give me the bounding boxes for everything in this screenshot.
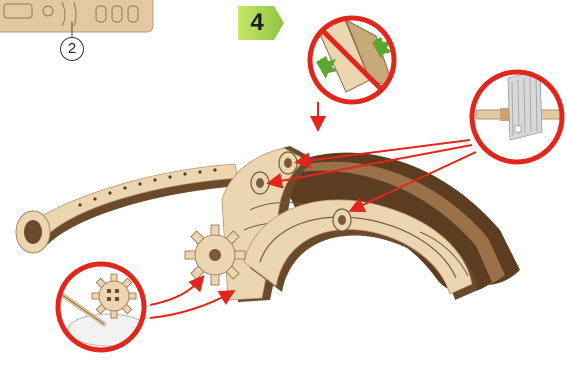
no-glue-icon [308, 16, 396, 104]
plywood-sheet [0, 0, 153, 37]
pins-icon [470, 70, 566, 164]
gear-part [185, 225, 245, 285]
step-number: 4 [238, 9, 276, 37]
sanding-icon [56, 262, 148, 352]
step-badge: 4 [238, 6, 286, 40]
part-number-callout: 2 [60, 37, 84, 61]
